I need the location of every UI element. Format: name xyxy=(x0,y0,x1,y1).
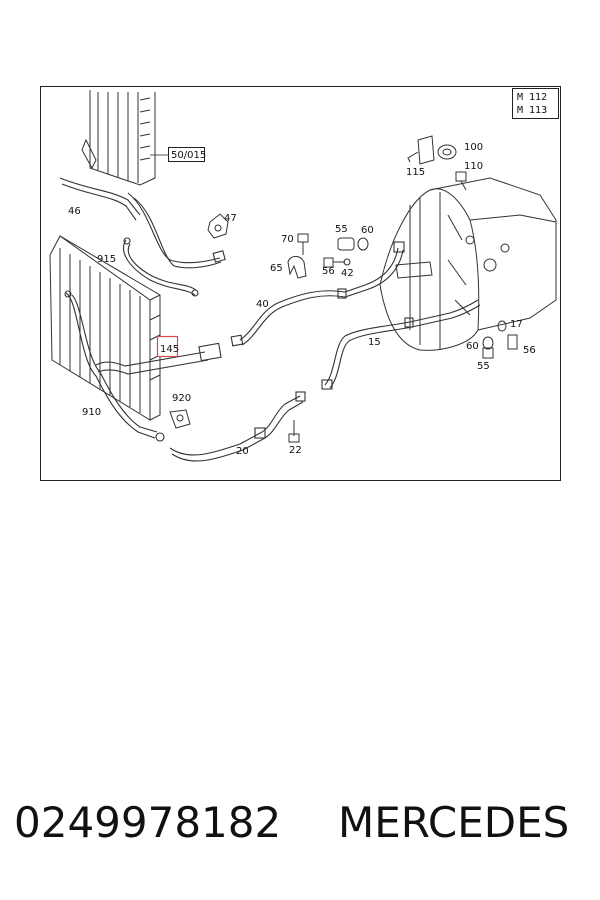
bracket-115 xyxy=(407,135,435,165)
callout-46: 46 xyxy=(68,206,81,217)
upper-radiator xyxy=(81,90,156,186)
callout-100: 100 xyxy=(464,142,483,153)
part-number: 0249978182 xyxy=(14,798,282,847)
model-code-1: M 112 xyxy=(517,92,547,103)
fitting-55-60 xyxy=(337,237,369,251)
callout-55: 55 xyxy=(335,224,348,235)
line-910 xyxy=(64,290,165,442)
pipe-40 xyxy=(239,241,405,346)
callout-20: 20 xyxy=(236,446,249,457)
model-code-2: M 113 xyxy=(517,105,547,116)
callout-65: 65 xyxy=(270,263,283,274)
callout-910: 910 xyxy=(82,407,101,418)
line-915 xyxy=(123,237,199,297)
pipe-15 xyxy=(321,299,481,390)
brand-name: MERCEDES xyxy=(338,798,570,847)
model-code-box: M 112 M 113 xyxy=(512,88,559,119)
callout-42: 42 xyxy=(341,268,354,279)
callout-15: 15 xyxy=(368,337,381,348)
clamp-65 xyxy=(287,255,307,279)
footer: 0249978182 MERCEDES xyxy=(0,798,600,868)
reference-label: 50/015 xyxy=(171,150,206,161)
callout-920: 920 xyxy=(172,393,191,404)
bolt-70 xyxy=(297,233,309,255)
callout-915: 915 xyxy=(97,254,116,265)
hose-46 xyxy=(59,177,226,269)
diagram-frame xyxy=(40,86,561,481)
lower-oil-cooler xyxy=(49,235,161,421)
callout-60b: 60 xyxy=(466,341,479,352)
fitting-60-55-56 xyxy=(482,334,518,359)
pipe-20 xyxy=(169,391,306,462)
callout-70: 70 xyxy=(281,234,294,245)
callout-115: 115 xyxy=(406,167,425,178)
callout-17: 17 xyxy=(510,319,523,330)
callout-110: 110 xyxy=(464,161,483,172)
clamp-47 xyxy=(207,213,229,239)
pipe-145 xyxy=(95,334,244,375)
parts-diagram: M 112 M 113 50/015 xyxy=(40,86,561,481)
callout-47: 47 xyxy=(224,213,237,224)
callout-56: 56 xyxy=(322,266,335,277)
callout-60: 60 xyxy=(361,225,374,236)
transmission xyxy=(379,177,557,351)
bolt-110 xyxy=(455,171,467,191)
bolt-56-42 xyxy=(323,257,351,268)
callout-56b: 56 xyxy=(523,345,536,356)
callout-55b: 55 xyxy=(477,361,490,372)
clamp-920 xyxy=(169,409,191,429)
callout-40: 40 xyxy=(256,299,269,310)
highlighted-callout: 145 xyxy=(160,344,179,355)
bolt-22 xyxy=(288,420,300,443)
callout-22: 22 xyxy=(289,445,302,456)
highlighted-callout-box: 145 xyxy=(156,335,179,358)
clamp-100 xyxy=(437,144,457,160)
seal-17 xyxy=(497,320,507,332)
reference-label-box: 50/015 xyxy=(168,147,206,162)
